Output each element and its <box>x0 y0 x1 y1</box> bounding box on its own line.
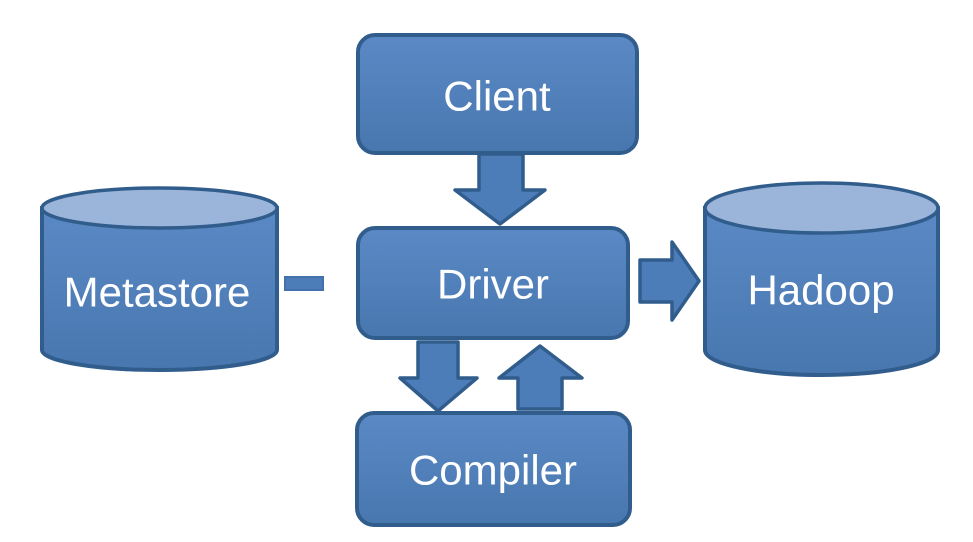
metastore-cylinder-body <box>40 206 279 372</box>
node-client: Client <box>356 33 639 155</box>
client-label: Client <box>443 73 551 120</box>
compiler-box <box>355 411 632 527</box>
arrow-driver-to-compiler <box>398 340 479 413</box>
hadoop-cylinder-top <box>703 181 940 235</box>
metastore-label: Metastore <box>64 269 251 316</box>
compiler-label: Compiler <box>409 447 577 494</box>
arrow-client-to-driver <box>453 152 547 226</box>
node-hadoop: Hadoop <box>703 181 940 377</box>
hadoop-cylinder-body <box>703 206 940 377</box>
node-metastore: Metastore <box>40 186 279 372</box>
node-driver: Driver <box>356 226 630 340</box>
metastore-cylinder-top <box>40 186 279 230</box>
client-box <box>356 33 639 155</box>
hadoop-label: Hadoop <box>747 267 894 314</box>
driver-label: Driver <box>437 261 549 308</box>
driver-box <box>356 226 630 340</box>
arrow-compiler-to-driver <box>497 344 584 411</box>
node-compiler: Compiler <box>355 411 632 527</box>
arrow-driver-to-hadoop <box>638 240 701 322</box>
connector-metastore-driver <box>284 276 324 291</box>
